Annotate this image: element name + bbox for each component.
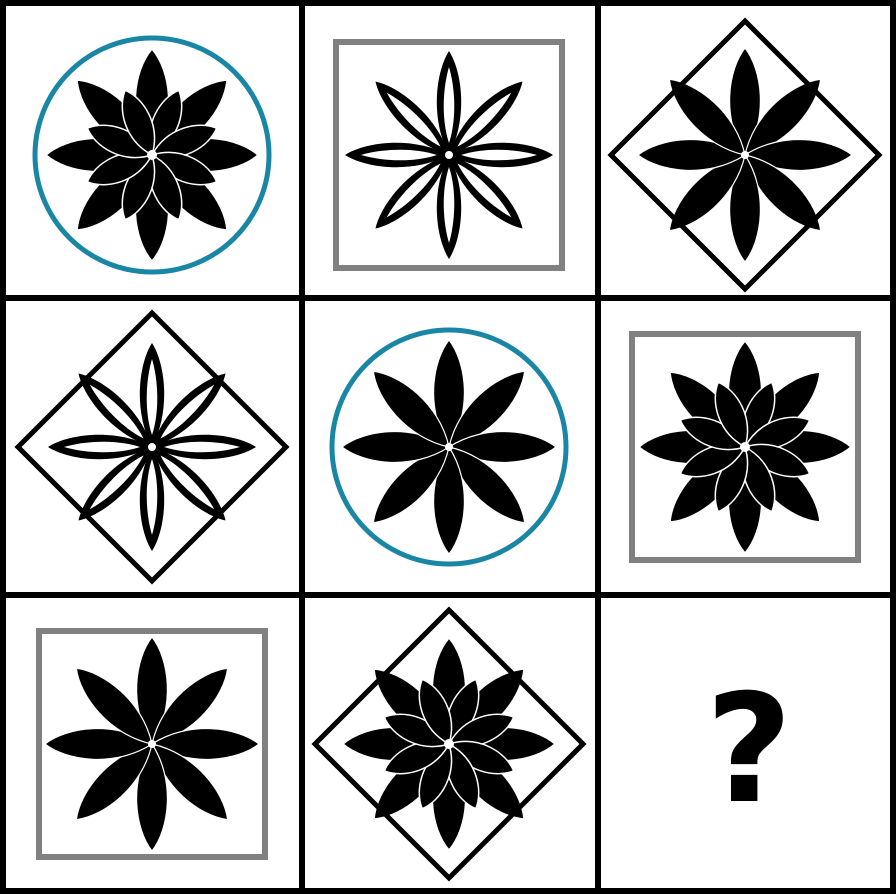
answer-placeholder[interactable]: ?	[705, 663, 792, 837]
flower-center	[148, 443, 156, 451]
flower-center	[740, 442, 750, 452]
flower-center	[741, 151, 749, 159]
dense-flower-icon	[46, 49, 258, 261]
outlined-flower-icon	[345, 51, 553, 259]
dense-flower-icon	[639, 341, 851, 553]
flower-center	[147, 150, 157, 160]
puzzle-cell-r1-c1[interactable]	[35, 38, 269, 272]
flower-center	[148, 740, 156, 748]
puzzle-cell-r2-c2[interactable]	[332, 330, 566, 564]
simple-flower-icon	[638, 48, 852, 262]
flower-center	[445, 151, 453, 159]
outlined-flower-icon	[48, 343, 256, 551]
flower-center	[445, 443, 453, 451]
simple-flower-icon	[45, 637, 259, 851]
simple-flower-icon	[342, 340, 556, 554]
flower-center	[444, 739, 454, 749]
dense-flower-icon	[343, 638, 555, 850]
